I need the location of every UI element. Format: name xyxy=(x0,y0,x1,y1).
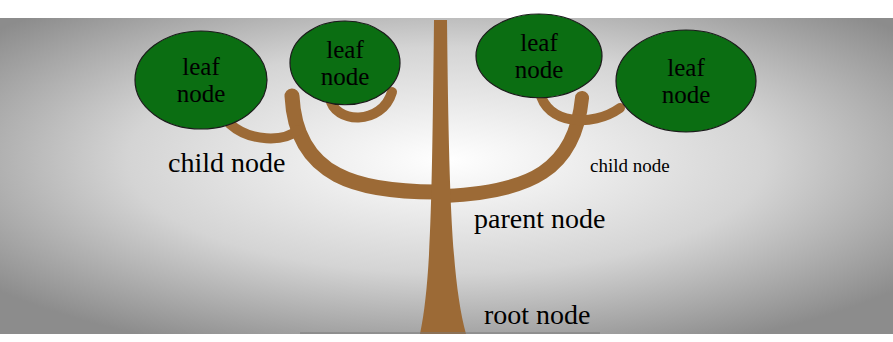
parent-label: parent node xyxy=(474,204,605,235)
background-panel xyxy=(0,18,893,334)
leaf-circle: leaf node xyxy=(134,30,268,130)
leaf-circle: leaf node xyxy=(289,20,401,106)
leaf-circle: leaf node xyxy=(615,29,757,133)
root-label: root node xyxy=(484,300,591,331)
child-label: child node xyxy=(590,156,670,177)
child-label: child node xyxy=(168,148,285,179)
branches xyxy=(230,92,620,196)
leaf-circle: leaf node xyxy=(475,13,603,99)
node-text: leaf node xyxy=(509,29,569,84)
node-text: leaf node xyxy=(656,54,716,109)
node-text: leaf node xyxy=(315,36,375,91)
node-text: leaf node xyxy=(171,53,231,108)
tree-trunk xyxy=(420,20,466,334)
ground-line xyxy=(300,333,600,334)
